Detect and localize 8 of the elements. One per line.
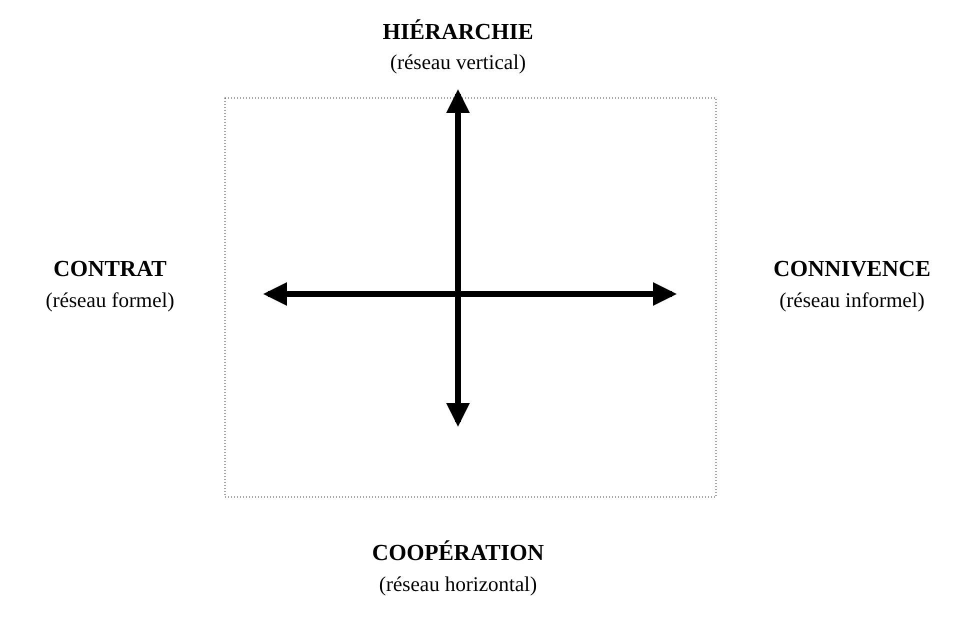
axis-subtitle: (réseau horizontal)	[379, 574, 537, 595]
axis-title: CONNIVENCE	[773, 257, 931, 280]
axis-title: CONTRAT	[53, 257, 167, 280]
axis-title: COOPÉRATION	[372, 541, 544, 564]
axis-subtitle: (réseau formel)	[46, 290, 174, 311]
axis-subtitle: (réseau informel)	[779, 290, 925, 311]
axis-title: HIÉRARCHIE	[382, 20, 534, 43]
axis-subtitle: (réseau vertical)	[390, 52, 526, 73]
